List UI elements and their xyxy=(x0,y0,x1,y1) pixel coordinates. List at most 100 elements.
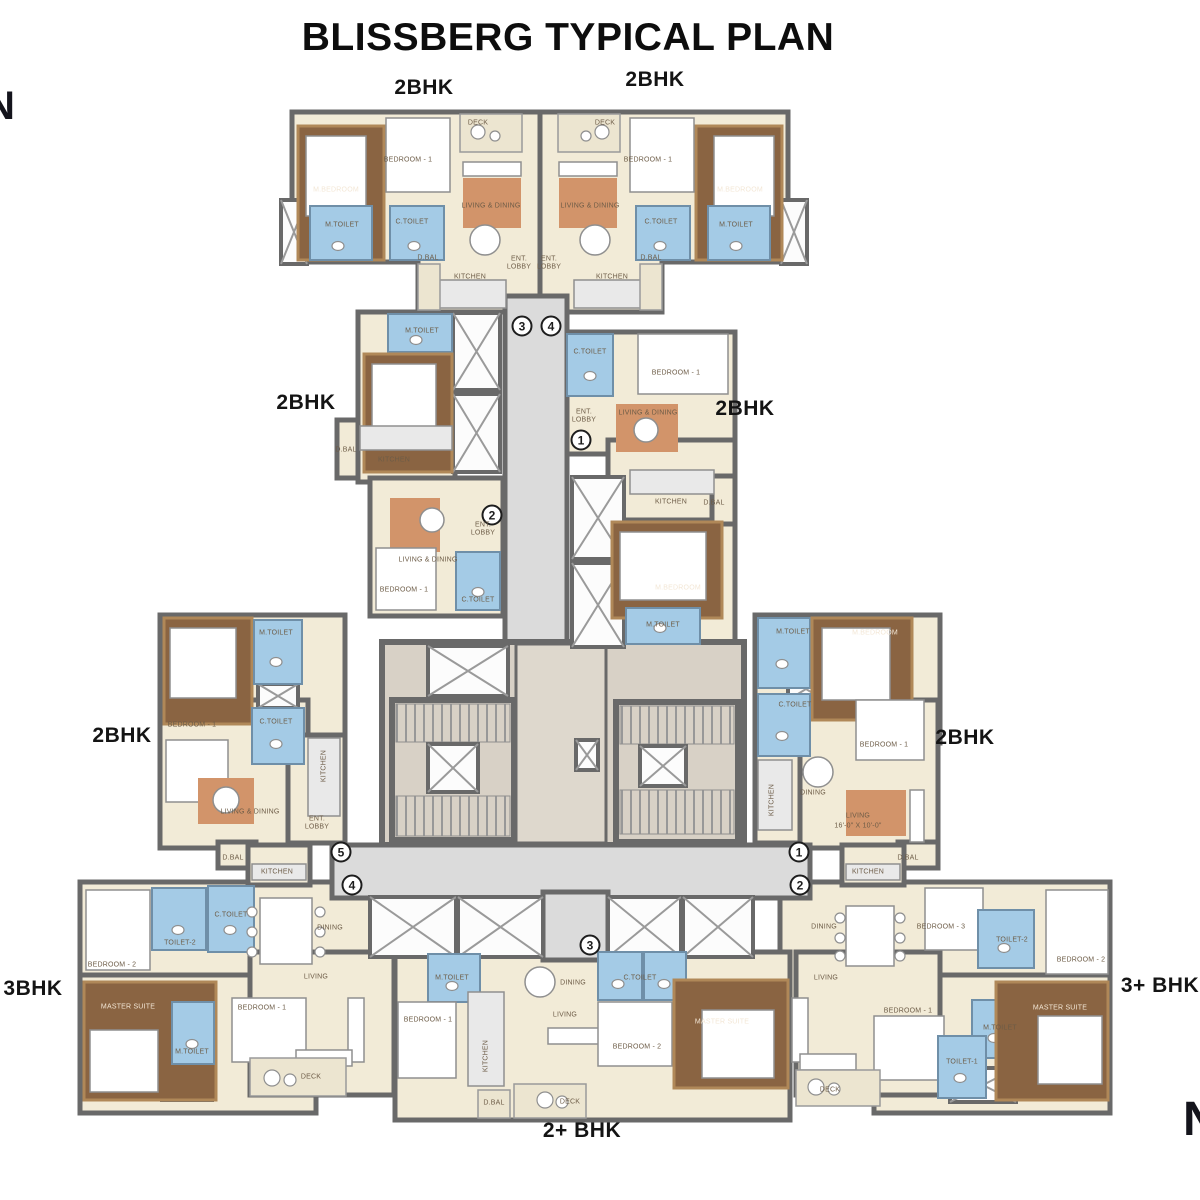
unit-bottom-right-interior xyxy=(791,863,1110,1107)
room-label: M.TOILET xyxy=(405,327,439,335)
unit-type-label-top-right: 2BHK xyxy=(625,68,685,91)
toilet xyxy=(151,887,207,951)
room-label: M.TOILET xyxy=(646,621,680,629)
room-label: BEDROOM - 1 xyxy=(383,156,433,164)
lift-shaft xyxy=(451,311,502,392)
room-label: BEDROOM - 2 xyxy=(612,1043,662,1051)
toilet xyxy=(207,885,255,953)
room-label: M.TOILET xyxy=(175,1048,209,1056)
position-marker-3b: 3 xyxy=(579,934,601,956)
room-label: LIVING & DINING xyxy=(398,556,458,564)
corridor-horizontal xyxy=(329,842,813,901)
room-label: LIVING & DINING xyxy=(220,808,280,816)
room-label: BEDROOM - 2 xyxy=(1056,956,1106,964)
unit-upper-mid-left-interior xyxy=(359,313,501,611)
room-label: M.TOILET xyxy=(983,1024,1017,1032)
room-label: BEDROOM - 1 xyxy=(623,156,673,164)
position-marker-1b: 1 xyxy=(788,841,810,863)
toilet xyxy=(757,617,811,689)
toilet xyxy=(635,205,691,261)
room-label: C.TOILET xyxy=(259,718,293,726)
position-marker-3: 3 xyxy=(511,315,533,337)
room-label: DECK xyxy=(819,1086,841,1094)
unit-type-label-upper-mid-left: 2BHK xyxy=(276,391,336,414)
room-label: BEDROOM - 3 xyxy=(916,923,966,931)
room-label: KITCHEN xyxy=(453,273,487,281)
room-label: M.BEDROOM xyxy=(655,584,701,592)
room-label: C.TOILET xyxy=(644,218,678,226)
staircase-left xyxy=(389,697,517,843)
staircases xyxy=(389,697,741,845)
position-marker-2: 2 xyxy=(481,504,503,526)
room-label: TOILET-1 xyxy=(946,1058,978,1066)
room-label: ENT. LOBBY xyxy=(536,255,562,271)
room-label: DECK xyxy=(594,119,616,127)
room-label: C.TOILET xyxy=(461,596,495,604)
room-label: LIVING xyxy=(813,974,839,982)
plan-title: BLISSBERG TYPICAL PLAN xyxy=(301,16,835,59)
room-label: KITCHEN xyxy=(654,498,688,506)
room-label: M.TOILET xyxy=(325,221,359,229)
room-label: MASTER SUITE xyxy=(694,1018,750,1026)
unit-mid-left-interior xyxy=(162,616,341,824)
position-marker-5: 5 xyxy=(330,841,352,863)
room-label: KITCHEN xyxy=(320,749,328,783)
room-label: M.BEDROOM xyxy=(313,186,359,194)
edge-letter-left: N xyxy=(0,84,15,128)
unit-top-right-interior xyxy=(557,113,784,311)
room-label: ENT. LOBBY xyxy=(470,521,496,537)
toilet xyxy=(757,693,811,757)
edge-letter-bottom-right: N xyxy=(1183,1096,1200,1144)
toilet xyxy=(309,205,373,261)
room-label: KITCHEN xyxy=(595,273,629,281)
toilet xyxy=(253,619,303,685)
room-label: D.BAL xyxy=(483,1099,505,1107)
room-label: DINING xyxy=(800,789,826,797)
unit-bottom-left-interior xyxy=(82,863,365,1102)
room-label: BEDROOM - 1 xyxy=(167,721,217,729)
unit-type-label-top-left: 2BHK xyxy=(394,76,454,99)
toilet xyxy=(707,205,771,261)
position-marker-2b: 2 xyxy=(789,874,811,896)
unit-type-label-bottom-left: 3BHK xyxy=(3,977,63,1000)
room-label: LIVING xyxy=(303,973,329,981)
room-label: BEDROOM - 2 xyxy=(87,961,137,969)
room-label: C.TOILET xyxy=(214,911,248,919)
room-label: KITCHEN xyxy=(482,1039,490,1073)
room-label: KITCHEN xyxy=(377,456,411,464)
room-label: ENT. LOBBY xyxy=(304,815,330,831)
toilet xyxy=(597,951,643,1001)
toilet xyxy=(251,707,305,765)
lift-shaft xyxy=(426,644,510,698)
room-label: TOILET-2 xyxy=(164,939,196,947)
room-label: C.TOILET xyxy=(623,974,657,982)
unit-bottom-center-interior xyxy=(397,951,790,1119)
room-label: DINING xyxy=(560,979,586,987)
staircase-right xyxy=(613,699,741,845)
room-label: LIVING & DINING xyxy=(560,202,620,210)
unit-type-label-bottom-center: 2+ BHK xyxy=(542,1119,622,1142)
room-label: BEDROOM - 1 xyxy=(859,741,909,749)
toilet xyxy=(455,551,501,611)
room-label: M.TOILET xyxy=(435,974,469,982)
room-label: ENT. LOBBY xyxy=(571,408,597,424)
room-label: LIVING xyxy=(845,812,871,820)
room-label: D.BAL xyxy=(417,254,439,262)
position-marker-1: 1 xyxy=(570,429,592,451)
room-label: DECK xyxy=(300,1073,322,1081)
room-label: DECK xyxy=(559,1098,581,1106)
room-label: BEDROOM - 1 xyxy=(651,369,701,377)
unit-upper-mid-right-interior xyxy=(566,333,729,645)
ledge xyxy=(256,682,300,710)
position-marker-4: 4 xyxy=(540,315,562,337)
room-label: 16'-0" X 10'-0" xyxy=(834,822,882,830)
room-label: TOILET-2 xyxy=(996,936,1028,944)
room-label: DINING xyxy=(317,924,343,932)
room-label: DINING xyxy=(811,923,837,931)
room-label: BEDROOM - 1 xyxy=(237,1004,287,1012)
room-label: MASTER SUITE xyxy=(100,1003,156,1011)
room-label: M.BEDROOM xyxy=(717,186,763,194)
lift-shaft xyxy=(451,392,502,474)
service-shaft xyxy=(574,738,600,772)
